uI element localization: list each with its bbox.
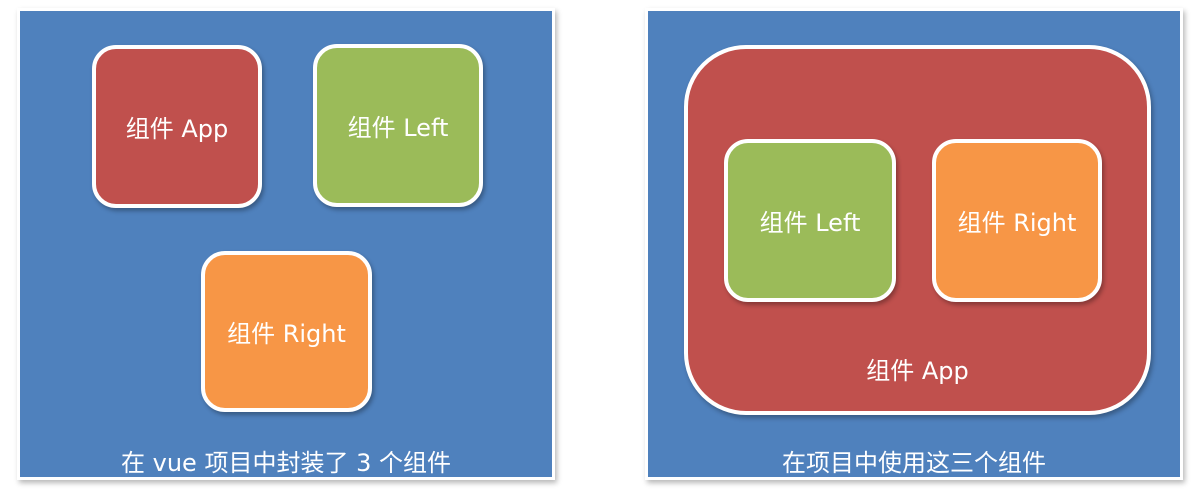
left-panel-caption: 在 vue 项目中封装了 3 个组件	[121, 449, 451, 477]
component-right-box: 组件 Right	[201, 251, 372, 412]
component-left-label: 组件 Left	[347, 114, 449, 142]
nested-components-panel: 组件 Left 组件 Right 组件 App 在项目中使用这三个组件	[645, 8, 1183, 480]
component-right-label: 组件 Right	[227, 320, 346, 348]
nested-component-left-box: 组件 Left	[724, 139, 896, 302]
component-app-label: 组件 App	[125, 115, 229, 143]
separate-components-panel: 组件 App 组件 Left 组件 Right 在 vue 项目中封装了 3 个…	[17, 8, 555, 480]
component-app-container: 组件 Left 组件 Right 组件 App	[684, 45, 1151, 415]
right-panel-caption: 在项目中使用这三个组件	[782, 449, 1046, 477]
component-app-box: 组件 App	[92, 45, 262, 208]
nested-component-right-label: 组件 Right	[957, 209, 1077, 237]
component-left-box: 组件 Left	[313, 44, 483, 207]
nested-component-right-box: 组件 Right	[932, 139, 1102, 302]
nested-component-left-label: 组件 Left	[759, 209, 861, 237]
component-app-container-label: 组件 App	[866, 357, 969, 385]
